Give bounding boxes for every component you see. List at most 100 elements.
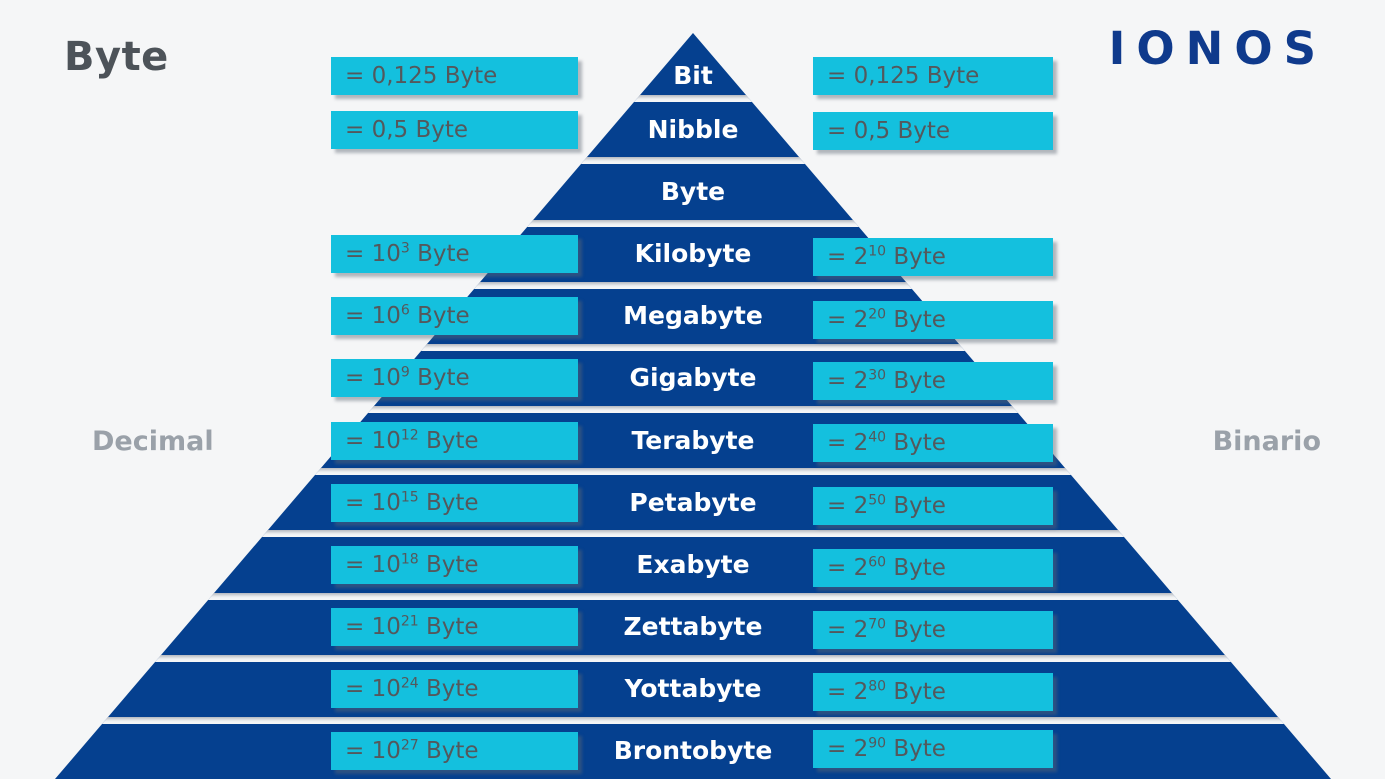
pyramid-layer-label: Yottabyte — [624, 674, 762, 703]
value-unit: Byte — [886, 244, 946, 270]
value-text: = 2 — [827, 307, 869, 333]
value-text: = 10 — [345, 303, 401, 329]
value-unit: Byte — [886, 493, 946, 519]
binary-value-box: = 220 Byte — [813, 301, 1053, 339]
decimal-value-box: = 1015 Byte — [331, 484, 578, 522]
exponent: 30 — [868, 367, 887, 384]
value-text: = 10 — [345, 676, 401, 702]
decimal-value-box: = 0,125 Byte — [331, 57, 578, 95]
value-text: = 10 — [345, 490, 401, 516]
binary-value-box: = 240 Byte — [813, 424, 1053, 462]
value-text: = 10 — [345, 738, 401, 764]
exponent: 6 — [400, 302, 410, 319]
exponent: 18 — [400, 551, 419, 568]
pyramid-layer-label: Terabyte — [631, 426, 755, 455]
exponent: 90 — [868, 735, 887, 752]
layer-gap — [55, 220, 1331, 227]
binary-value-box: = 290 Byte — [813, 730, 1053, 768]
value-unit: Byte — [886, 679, 946, 705]
decimal-value-box: = 109 Byte — [331, 359, 578, 397]
value-unit: Byte — [886, 430, 946, 456]
ionos-logo: IONOS — [1108, 22, 1327, 75]
exponent: 50 — [868, 492, 887, 509]
exponent: 20 — [868, 306, 887, 323]
value-unit: Byte — [409, 303, 470, 329]
decimal-value-box: = 1018 Byte — [331, 546, 578, 584]
binary-value-box: = 230 Byte — [813, 362, 1053, 400]
value-text: = 10 — [345, 241, 401, 267]
pyramid-layer-label: Petabyte — [629, 488, 757, 517]
exponent: 70 — [868, 616, 887, 633]
value-text: = 2 — [827, 679, 869, 705]
value-text: = 2 — [827, 736, 869, 762]
value-unit: Byte — [418, 614, 479, 640]
pyramid-layer-label: Exabyte — [636, 550, 750, 579]
exponent: 21 — [400, 613, 419, 630]
binary-value-box: = 280 Byte — [813, 673, 1053, 711]
exponent: 60 — [868, 554, 887, 571]
decimal-value-box: = 1012 Byte — [331, 422, 578, 460]
binary-value-box: = 270 Byte — [813, 611, 1053, 649]
layer-gap — [55, 282, 1331, 289]
pyramid-layer-label: Nibble — [647, 115, 739, 144]
exponent: 10 — [868, 243, 887, 260]
exponent: 12 — [400, 427, 419, 444]
value-text: = 2 — [827, 555, 869, 581]
layer-gap — [55, 468, 1331, 475]
decimal-side-label: Decimal — [92, 426, 214, 457]
pyramid-layer-label: Zettabyte — [623, 612, 763, 641]
layer-gap — [55, 157, 1331, 164]
exponent: 24 — [400, 675, 419, 692]
value-unit: Byte — [418, 428, 479, 454]
layer-gap — [55, 406, 1331, 413]
exponent: 15 — [400, 489, 419, 506]
layer-gap — [55, 717, 1331, 724]
value-unit: Byte — [886, 307, 946, 333]
exponent: 80 — [868, 678, 887, 695]
decimal-value-box: = 0,5 Byte — [331, 111, 578, 149]
decimal-value-box: = 1027 Byte — [331, 732, 578, 770]
decimal-value-box: = 103 Byte — [331, 235, 578, 273]
value-unit: Byte — [886, 555, 946, 581]
value-text: = 0,125 Byte — [345, 63, 498, 89]
value-text: = 10 — [345, 552, 401, 578]
binary-value-box: = 0,5 Byte — [813, 112, 1053, 150]
value-unit: Byte — [409, 365, 470, 391]
layer-gap — [55, 95, 1331, 102]
binary-value-box: = 250 Byte — [813, 487, 1053, 525]
value-text: = 2 — [827, 430, 869, 456]
value-unit: Byte — [409, 241, 470, 267]
layer-gap — [55, 344, 1331, 351]
pyramid-layer-label: Byte — [660, 177, 726, 206]
value-unit: Byte — [886, 736, 946, 762]
pyramid-layer-label: Bit — [673, 61, 713, 90]
exponent: 9 — [400, 364, 410, 381]
pyramid-layer-label: Brontobyte — [613, 736, 773, 765]
value-text: = 2 — [827, 493, 869, 519]
exponent: 3 — [400, 240, 410, 257]
layer-gap — [55, 593, 1331, 600]
value-unit: Byte — [418, 738, 479, 764]
page-title: Byte — [64, 34, 169, 80]
value-text: = 2 — [827, 368, 869, 394]
value-text: = 10 — [345, 614, 401, 640]
pyramid-layer-label: Megabyte — [623, 301, 763, 330]
pyramid-layer-label: Kilobyte — [634, 239, 752, 268]
binary-value-box: = 260 Byte — [813, 549, 1053, 587]
value-text: = 2 — [827, 244, 869, 270]
value-unit: Byte — [886, 617, 946, 643]
exponent: 40 — [868, 429, 887, 446]
value-text: = 0,125 Byte — [827, 63, 980, 89]
value-text: = 10 — [345, 428, 401, 454]
value-text: = 2 — [827, 617, 869, 643]
value-text: = 0,5 Byte — [827, 118, 951, 144]
exponent: 27 — [400, 737, 419, 754]
value-unit: Byte — [418, 552, 479, 578]
value-text: = 0,5 Byte — [345, 117, 469, 143]
binary-value-box: = 210 Byte — [813, 238, 1053, 276]
value-text: = 10 — [345, 365, 401, 391]
decimal-value-box: = 1024 Byte — [331, 670, 578, 708]
layer-gap — [55, 655, 1331, 662]
decimal-value-box: = 106 Byte — [331, 297, 578, 335]
